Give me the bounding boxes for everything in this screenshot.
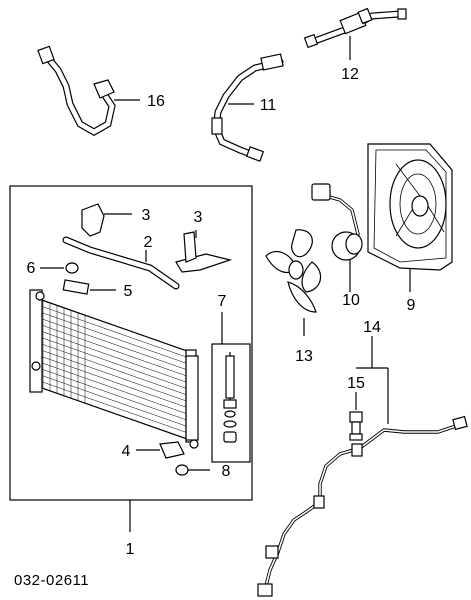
receiver-dryer bbox=[185, 355, 199, 441]
condenser-fins bbox=[35, 300, 191, 434]
callout-3-right: 3 bbox=[194, 209, 203, 226]
callout-7: 8 bbox=[222, 463, 231, 480]
callout-6: 6 bbox=[27, 260, 36, 277]
callout-11: 13 bbox=[295, 348, 313, 365]
callout-14: 11 bbox=[260, 97, 277, 114]
condenser-fin-line bbox=[35, 348, 191, 403]
part-14-discharge-hose bbox=[211, 53, 284, 162]
condenser-fin-line bbox=[35, 310, 191, 365]
condenser-fin-line bbox=[35, 341, 191, 397]
part-10-fan-motor bbox=[311, 183, 363, 292]
part-15-ac-pipe bbox=[303, 7, 407, 60]
condenser-fin-line bbox=[35, 354, 191, 409]
callout-2: 2 bbox=[144, 234, 153, 251]
callout-9: 9 bbox=[407, 297, 416, 314]
condenser-fin-line bbox=[35, 316, 191, 372]
condenser-fin-line bbox=[35, 335, 191, 390]
part-6-nut bbox=[40, 262, 79, 274]
part-7-bolt bbox=[175, 464, 210, 476]
part-2-pipe bbox=[62, 236, 180, 290]
part-16-suction-hose bbox=[37, 45, 140, 137]
callout-10: 10 bbox=[342, 292, 360, 309]
part-3-bracket-left bbox=[81, 203, 132, 237]
callout-4: 5 bbox=[124, 283, 133, 300]
condenser-left-tank bbox=[29, 289, 43, 393]
condenser-fin-line bbox=[35, 373, 191, 428]
part-8-dryer-kit bbox=[211, 312, 251, 463]
part-9-fan-shroud bbox=[367, 143, 453, 292]
condenser-fin-line bbox=[35, 322, 191, 378]
callout-3-left: 3 bbox=[142, 207, 151, 224]
condenser-core bbox=[29, 289, 199, 449]
callout-15: 12 bbox=[341, 66, 359, 83]
condenser-fin-line bbox=[35, 366, 191, 422]
part-3-bracket-right bbox=[175, 230, 233, 273]
condenser-fin-line bbox=[35, 360, 191, 416]
part-11-fan-blade bbox=[265, 229, 322, 336]
condenser-fin-line bbox=[35, 379, 191, 434]
callout-5: 4 bbox=[122, 443, 131, 460]
part-5-bracket bbox=[136, 441, 185, 459]
callout-12: 14 bbox=[363, 319, 381, 336]
callout-13: 15 bbox=[347, 375, 365, 392]
callout-8: 7 bbox=[218, 293, 227, 310]
diagram-code: 032-02611 bbox=[14, 572, 89, 589]
assembly-frame bbox=[9, 185, 253, 501]
part-12-harness bbox=[257, 336, 468, 597]
part-4-fitting bbox=[62, 279, 116, 295]
part-13-pressure-switch bbox=[349, 392, 363, 441]
callout-16: 16 bbox=[147, 93, 165, 110]
condenser-fin-line bbox=[35, 329, 191, 384]
condenser-fin-line bbox=[35, 304, 191, 359]
callout-1: 1 bbox=[126, 541, 135, 558]
